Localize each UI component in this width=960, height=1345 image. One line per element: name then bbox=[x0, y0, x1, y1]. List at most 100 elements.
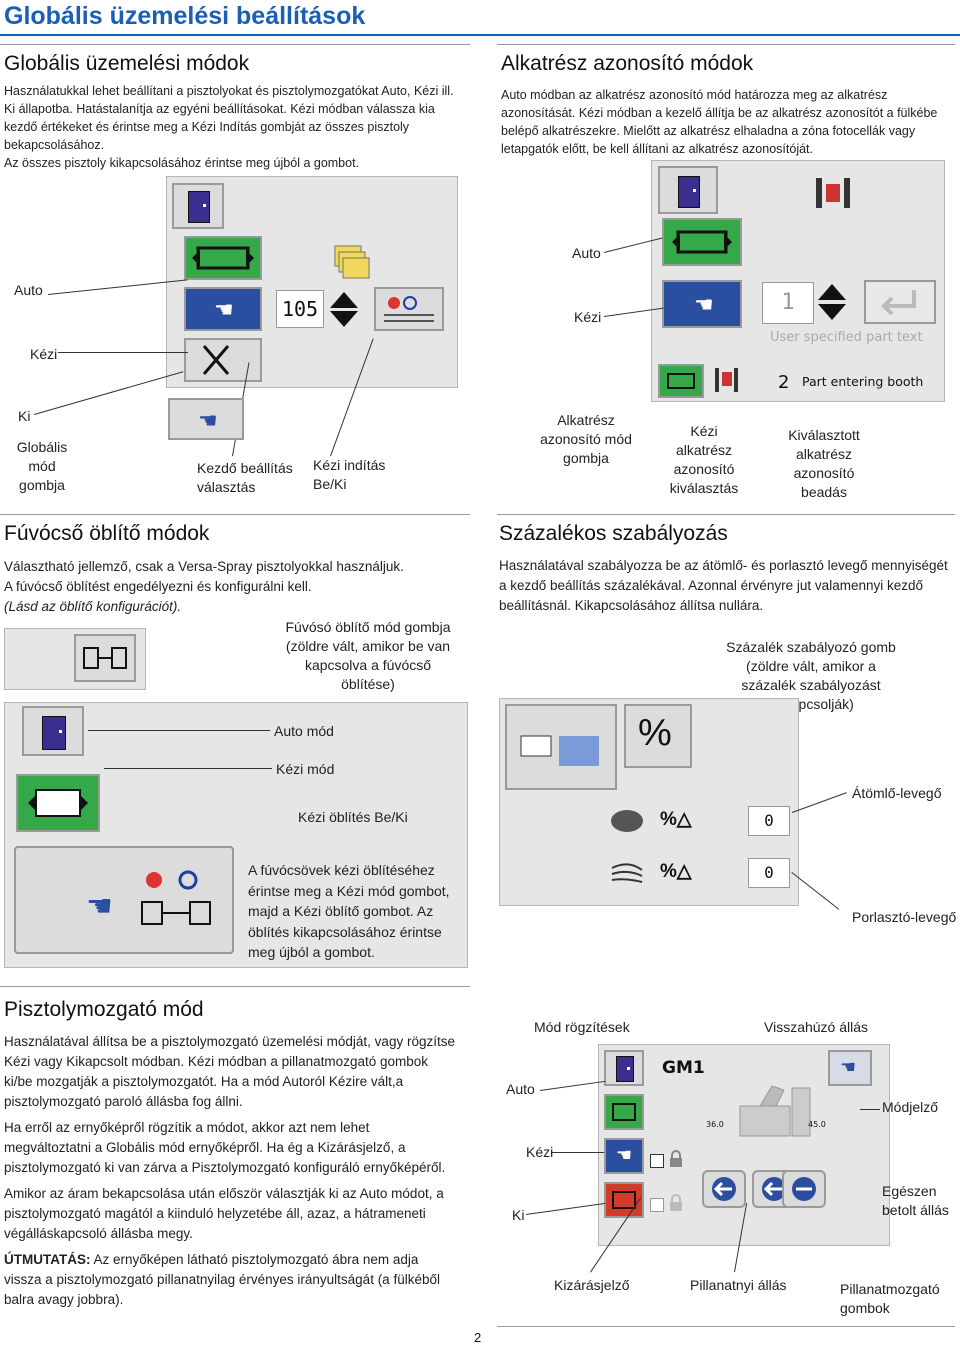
mode-indicator bbox=[172, 183, 224, 229]
callout-line bbox=[552, 1152, 604, 1153]
divider bbox=[0, 986, 470, 987]
purge-mode-button[interactable] bbox=[74, 634, 136, 682]
atomizing-value-2[interactable]: 0 bbox=[748, 858, 790, 888]
percent-delta: %△ bbox=[660, 809, 692, 830]
up-arrow-icon[interactable] bbox=[330, 292, 358, 308]
label-auto-mode: Auto mód bbox=[274, 723, 334, 739]
divider bbox=[497, 514, 955, 515]
part-id-value[interactable]: 1 bbox=[762, 282, 814, 324]
part-text-field[interactable]: User specified part text bbox=[770, 330, 923, 345]
up-arrow-icon[interactable] bbox=[818, 284, 846, 300]
manual-part-id-button[interactable]: ☚ bbox=[662, 280, 742, 328]
callout-line bbox=[860, 1109, 880, 1110]
booth-number: 2 bbox=[778, 372, 790, 393]
cloud-icon bbox=[608, 806, 646, 836]
auto-arrows-icon bbox=[612, 1103, 636, 1121]
auto-mode-indicator bbox=[22, 706, 84, 756]
callout-line bbox=[34, 371, 184, 415]
callout-line bbox=[792, 792, 847, 813]
off-mode-button[interactable] bbox=[184, 338, 262, 382]
preset-stepper[interactable] bbox=[326, 290, 362, 328]
preset-select-thumb[interactable]: ☚ bbox=[168, 398, 244, 440]
door-icon bbox=[188, 191, 210, 223]
label-kezi-inditas: Kézi indítás Be/Ki bbox=[313, 457, 386, 492]
section-text: Auto módban az alkatrész azonosító mód h… bbox=[501, 88, 938, 156]
label-auto: Auto bbox=[506, 1081, 535, 1097]
part-id-stepper[interactable] bbox=[814, 282, 850, 322]
percent-button[interactable]: % bbox=[624, 704, 692, 768]
divider bbox=[0, 44, 470, 45]
callout-line bbox=[88, 730, 270, 731]
hand-icon: ☚ bbox=[694, 292, 714, 317]
label-kezdo: Kezdő beállítás választás bbox=[197, 460, 293, 495]
label-egeszen: Egészen betolt állás bbox=[882, 1183, 949, 1218]
lock-checkbox[interactable] bbox=[650, 1198, 664, 1212]
fan-icon bbox=[608, 858, 646, 888]
bold-label: ÚTMUTATÁS: bbox=[4, 1252, 91, 1267]
photocell-icon bbox=[712, 366, 742, 396]
manual-purge-button[interactable]: ☚ bbox=[14, 846, 234, 954]
manual-mode-button[interactable]: ☚ bbox=[184, 287, 262, 331]
lock-checkbox[interactable] bbox=[650, 1154, 664, 1168]
off-button[interactable] bbox=[604, 1182, 644, 1218]
section-heading: Százalékos szabályozás bbox=[499, 522, 728, 545]
mode-indicator-icon: ☚ bbox=[828, 1050, 872, 1086]
auto-arrows-icon bbox=[667, 373, 695, 389]
auto-indicator-small bbox=[658, 364, 704, 398]
paragraph: Választható jellemző, csak a Versa-Spray… bbox=[4, 559, 404, 574]
paragraph: A fúvócső öblítést engedélyezni és konfi… bbox=[4, 579, 312, 594]
paragraph: Használatával állítsa be a pisztolymozga… bbox=[4, 1034, 455, 1109]
divider bbox=[497, 44, 955, 45]
auto-arrows-icon bbox=[672, 230, 732, 254]
manual-mode-button[interactable] bbox=[16, 774, 100, 832]
callout-line bbox=[540, 1080, 606, 1091]
percent-delta: %△ bbox=[660, 861, 692, 882]
atomizing-value[interactable]: 0 bbox=[748, 806, 790, 836]
down-arrow-icon[interactable] bbox=[818, 304, 846, 320]
lock-icon bbox=[668, 1150, 684, 1168]
paragraph-text: Az ernyőképen látható pisztolymozgató áb… bbox=[4, 1252, 440, 1307]
section-heading: Alkatrész azonosító módok bbox=[501, 52, 754, 75]
manual-start-button[interactable] bbox=[374, 287, 444, 331]
auto-part-id-button[interactable] bbox=[662, 218, 742, 266]
hand-icon: ☚ bbox=[86, 890, 113, 923]
percent-sign: % bbox=[660, 809, 677, 830]
divider bbox=[497, 1326, 955, 1327]
callout-line bbox=[104, 768, 272, 769]
paragraph: Az összes pisztoly kikapcsolásához érint… bbox=[4, 156, 360, 170]
current-position-value: 36.0 bbox=[706, 1120, 724, 1129]
section-heading: Fúvócső öblítő módok bbox=[4, 522, 210, 545]
section-text: Használatukkal lehet beállítani a piszto… bbox=[4, 82, 459, 172]
paragraph: Használatukkal lehet beállítani a piszto… bbox=[4, 84, 454, 152]
auto-mode-button[interactable] bbox=[184, 236, 262, 280]
label-mode-button: Alkatrész azonosító mód gombja bbox=[540, 412, 632, 466]
photocell-icon bbox=[812, 176, 858, 212]
percent-icon: % bbox=[638, 712, 672, 754]
auto-button[interactable] bbox=[604, 1094, 644, 1130]
full-extend-button[interactable] bbox=[782, 1170, 826, 1208]
control-icon bbox=[520, 735, 599, 766]
enter-button[interactable] bbox=[864, 280, 936, 324]
percent-sign: % bbox=[660, 861, 677, 882]
section-text: Választható jellemző, csak a Versa-Spray… bbox=[4, 557, 444, 617]
hand-icon: ☚ bbox=[198, 408, 218, 433]
label-atomlo: Átömlő-levegő bbox=[852, 785, 942, 801]
gun-mover-graphic bbox=[700, 1076, 830, 1146]
page-number: 2 bbox=[474, 1330, 482, 1345]
down-arrow-icon[interactable] bbox=[330, 311, 358, 327]
divider bbox=[0, 514, 470, 515]
jog-in-button[interactable] bbox=[702, 1170, 746, 1208]
paragraph: Ha erről az ernyőképről rögzítik a módot… bbox=[4, 1120, 446, 1175]
paragraph: ÚTMUTATÁS: Az ernyőképen látható pisztol… bbox=[4, 1250, 459, 1310]
manual-button[interactable]: ☚ bbox=[604, 1138, 644, 1174]
arrow-left-icon bbox=[712, 1177, 736, 1201]
label-ki: Ki bbox=[512, 1207, 525, 1223]
label-manual-purge: Kézi öblítés Be/Ki bbox=[298, 809, 408, 825]
mode-lock-indicator bbox=[604, 1050, 644, 1086]
label-modjelzo: Módjelző bbox=[882, 1099, 939, 1115]
label-visszahuzo: Visszahúzó állás bbox=[764, 1019, 869, 1035]
label-auto: Auto bbox=[14, 282, 43, 298]
door-icon bbox=[678, 176, 700, 208]
files-icon bbox=[333, 244, 371, 280]
arrow-left-icon bbox=[762, 1177, 786, 1201]
